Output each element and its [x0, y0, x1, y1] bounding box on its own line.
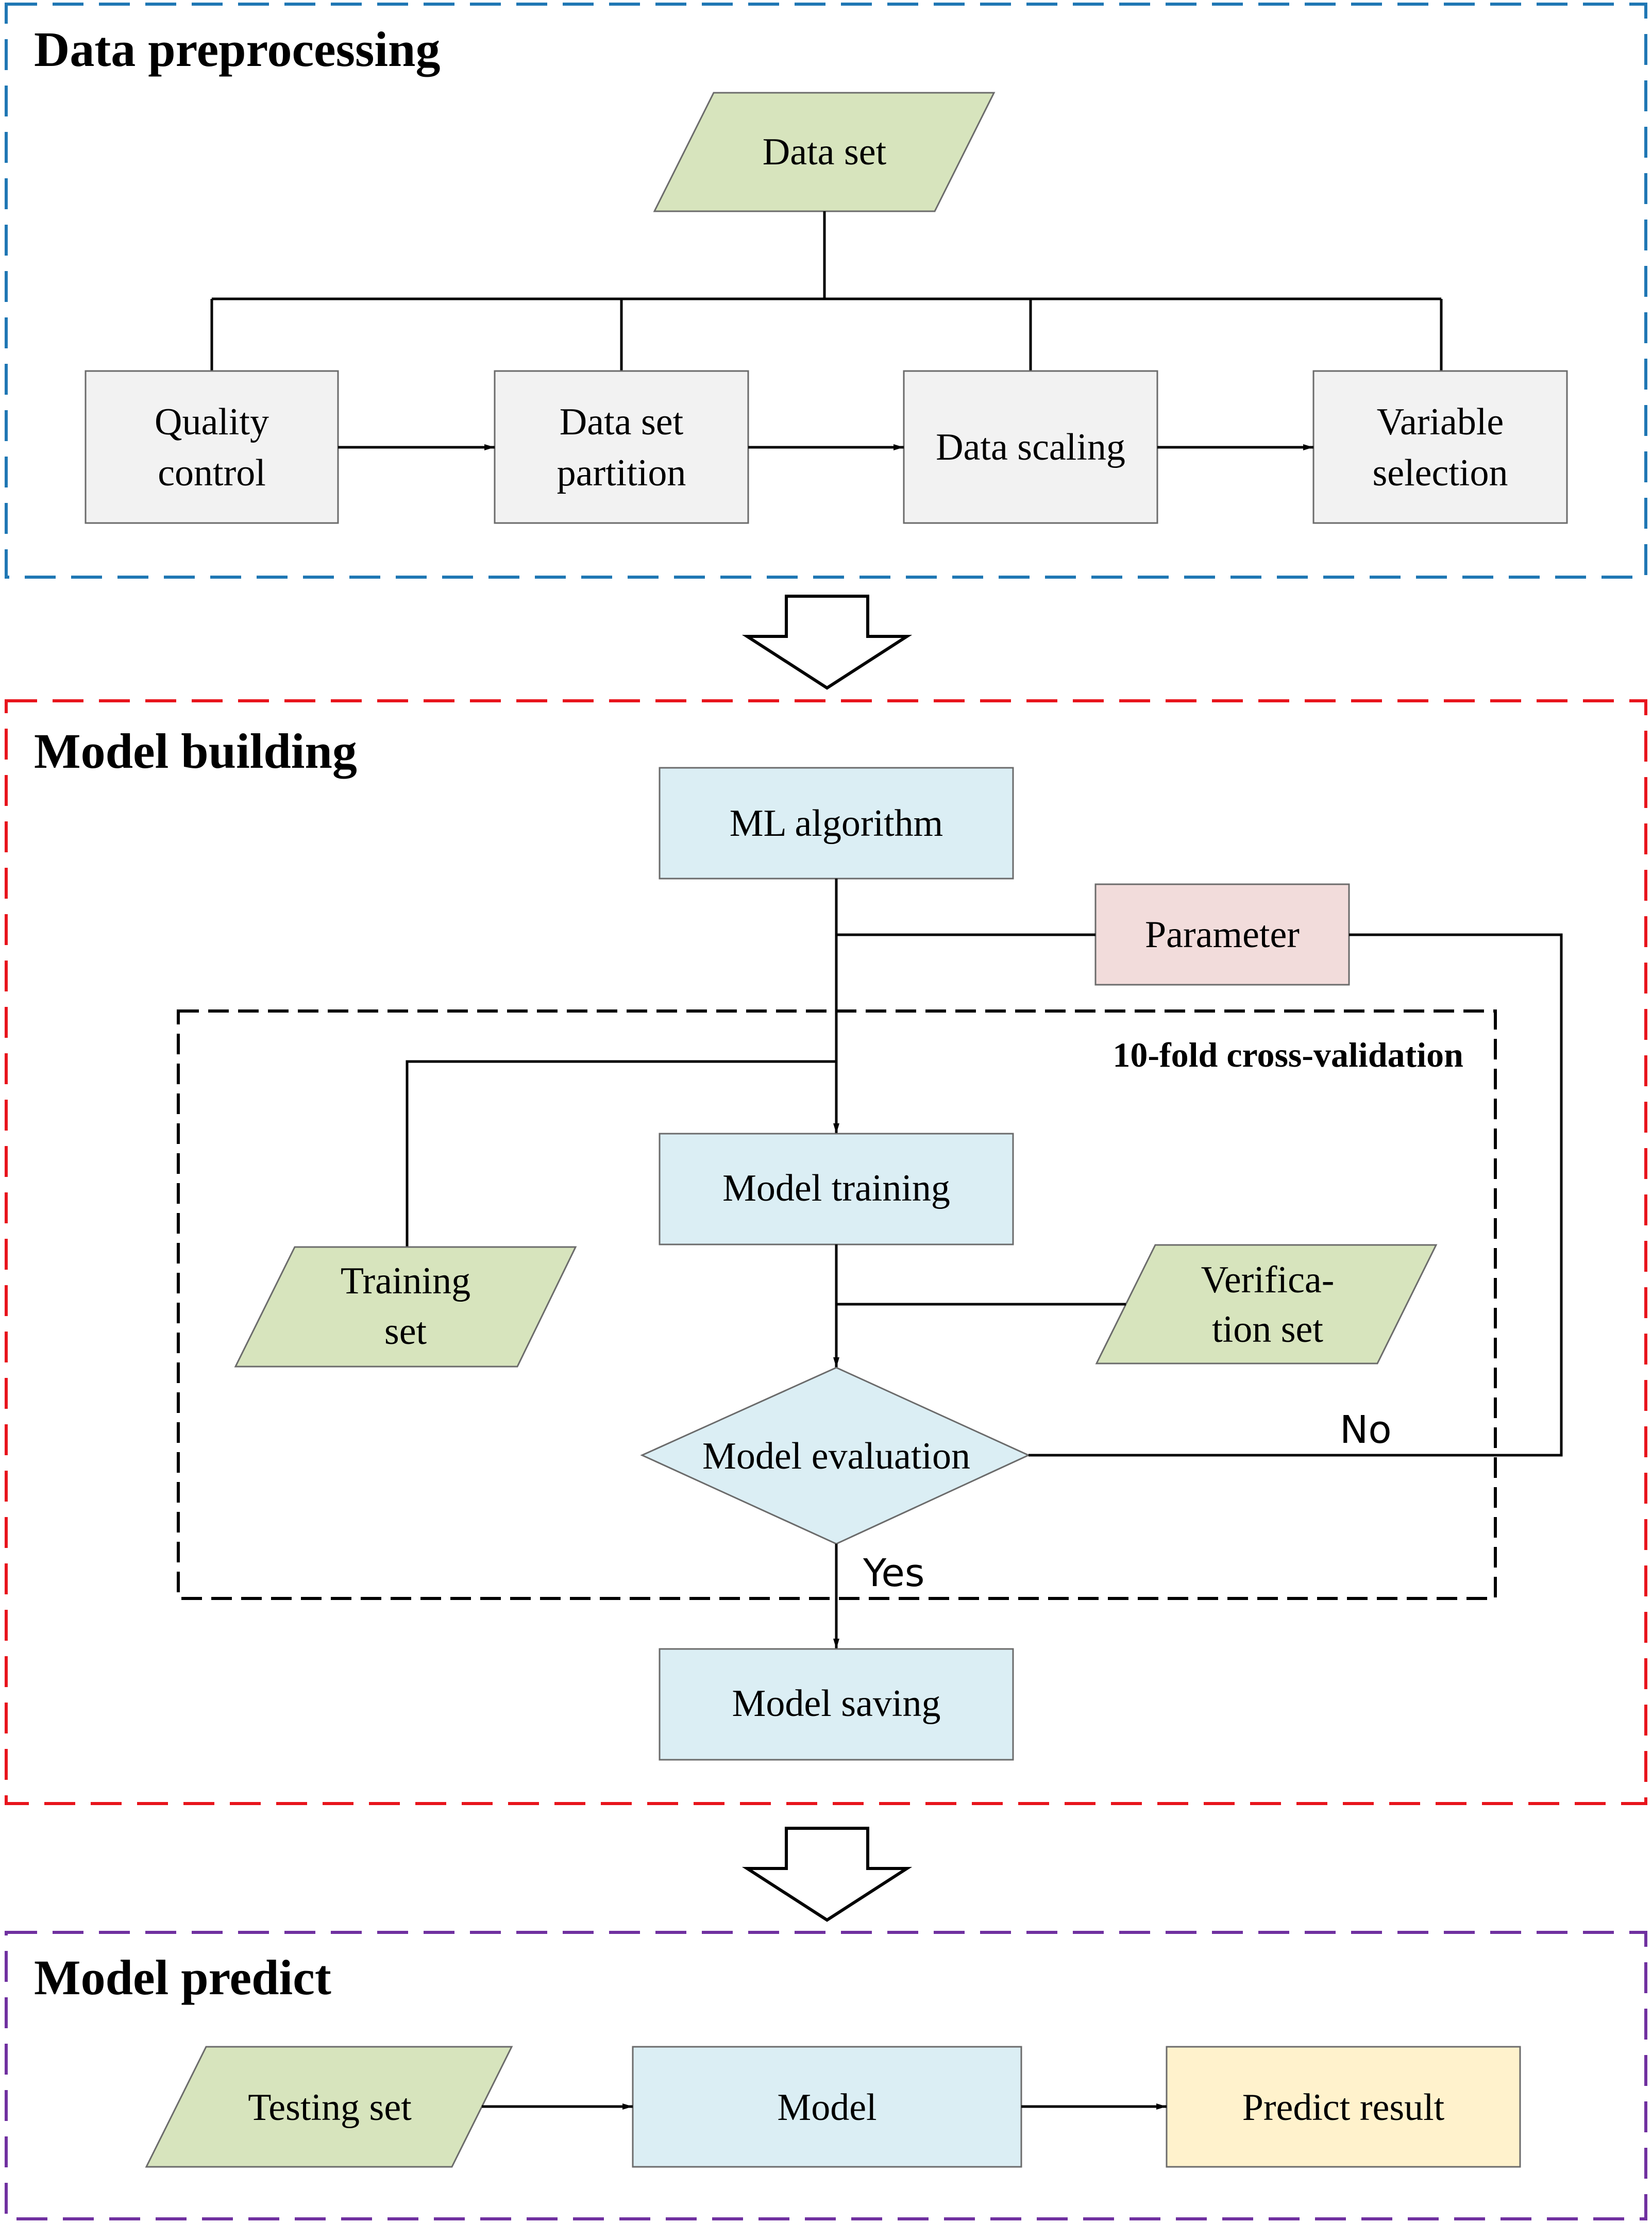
section-transition-arrow-2 [741, 1827, 913, 1922]
preprocessing-section-title: Data preprocessing [34, 22, 440, 77]
scaling-node [903, 370, 1158, 524]
verification-set-label: Verifica- [1201, 1259, 1335, 1301]
no-feedback-line [1029, 933, 1563, 1457]
training-set-feed-line [406, 1060, 836, 1247]
verification-set-node [1095, 1244, 1438, 1365]
quality-control-label-line2: control [158, 452, 266, 494]
cross-validation-label: 10-fold cross-validation [1112, 1035, 1463, 1074]
testing-set-label: Testing set [248, 2086, 412, 2129]
verification-set-label-line2: tion set [1212, 1308, 1323, 1351]
testing-set-node [145, 2046, 513, 2168]
preprocessing-section-border [5, 3, 1647, 579]
quality-control-node [85, 370, 339, 524]
model-label: Model [777, 2086, 876, 2129]
parameter-node [1094, 883, 1350, 986]
training-set-label-line2: set [384, 1310, 427, 1353]
scaling-label: Data scaling [936, 426, 1125, 468]
yes-label: Yes [863, 1551, 924, 1595]
quality-control-label: Quality [155, 401, 269, 443]
partition-label-line2: partition [557, 452, 686, 494]
model-evaluation-label: Model evaluation [702, 1435, 970, 1477]
training-set-node [234, 1246, 577, 1368]
predict-section-border [5, 1931, 1647, 2220]
variable-selection-node [1312, 370, 1568, 524]
model-saving-node [659, 1648, 1014, 1761]
model-training-label: Model training [722, 1167, 950, 1209]
ml-algorithm-label: ML algorithm [730, 802, 943, 845]
model-node [632, 2046, 1022, 2168]
building-section-border [5, 699, 1647, 1805]
partition-label: Data set [560, 401, 684, 443]
no-label: No [1340, 1408, 1392, 1452]
variable-selection-label: Variable [1377, 401, 1504, 443]
dataset-label: Data set [763, 131, 887, 173]
variable-selection-label-line2: selection [1372, 452, 1508, 494]
training-set-label: Training [341, 1260, 470, 1302]
section-transition-arrow-1 [741, 595, 913, 690]
parameter-label: Parameter [1145, 914, 1300, 956]
predict-result-label: Predict result [1242, 2086, 1445, 2129]
model-saving-label: Model saving [732, 1682, 941, 1725]
model-training-node [659, 1133, 1014, 1245]
predict-result-node [1166, 2046, 1521, 2168]
dataset-node [653, 92, 996, 212]
building-section-title: Model building [34, 723, 357, 779]
predict-section-title: Model predict [34, 1950, 331, 2005]
partition-node [494, 370, 749, 524]
